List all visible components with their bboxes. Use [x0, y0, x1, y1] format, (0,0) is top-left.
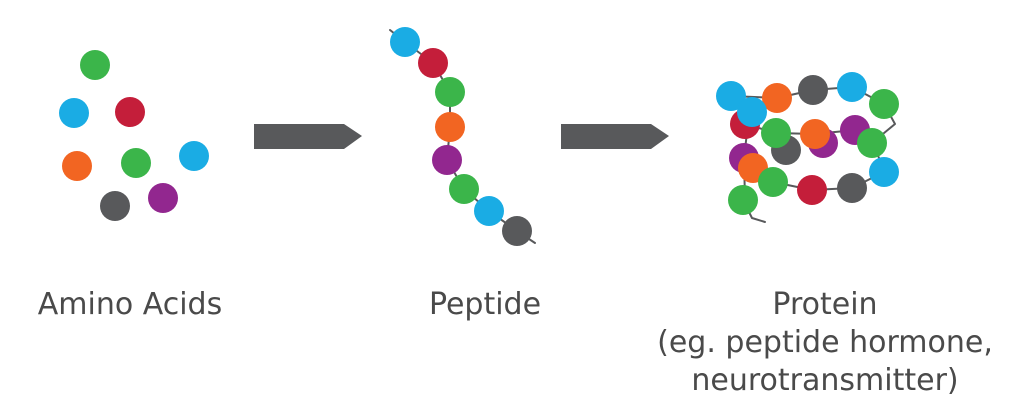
protein-residue-gray [837, 173, 867, 203]
amino-acid-blue [179, 141, 209, 171]
peptide-residue-green [449, 174, 479, 204]
protein-residue-green [869, 89, 899, 119]
peptide-label-text: Peptide [428, 287, 542, 322]
protein-residue-green [728, 185, 758, 215]
amino-acid-orange [62, 151, 92, 181]
peptide-label: Peptide [400, 286, 570, 324]
protein-residue-gray [798, 75, 828, 105]
protein-residue-red [797, 175, 827, 205]
peptide-residue-purple [432, 145, 462, 175]
peptide-residue-orange [435, 112, 465, 142]
protein-residue-blue [837, 72, 867, 102]
peptide-backbone-line [389, 29, 536, 244]
amino-acid-blue [59, 98, 89, 128]
amino-acids-label: Amino Acids [18, 286, 242, 324]
protein-residue-green [761, 118, 791, 148]
protein-example-line-2: neurotransmitter) [691, 363, 959, 398]
protein-residue-orange [762, 83, 792, 113]
amino-acid-red [115, 97, 145, 127]
peptide-residue-blue [474, 196, 504, 226]
peptide-group [389, 27, 536, 246]
protein-label-text: Protein [772, 287, 878, 322]
protein-residue-blue [869, 157, 899, 187]
arrow-peptide-to-protein [561, 124, 669, 149]
arrow-amino-to-peptide [254, 124, 362, 149]
amino-acid-purple [148, 183, 178, 213]
amino-acids-group [59, 50, 209, 221]
amino-acid-gray [100, 191, 130, 221]
amino-acid-green [121, 148, 151, 178]
protein-residue-blue [716, 81, 746, 111]
protein-group [716, 72, 899, 223]
amino-acids-label-text: Amino Acids [37, 287, 223, 322]
peptide-residue-green [435, 77, 465, 107]
protein-residue-green [758, 167, 788, 197]
protein-example-line-1: (eg. peptide hormone, [657, 325, 993, 360]
protein-residue-green [857, 128, 887, 158]
peptide-residue-blue [390, 27, 420, 57]
amino-acid-green [80, 50, 110, 80]
protein-residue-orange [800, 119, 830, 149]
peptide-residue-red [418, 48, 448, 78]
peptide-residue-gray [502, 216, 532, 246]
protein-label: Protein (eg. peptide hormone, neurotrans… [630, 286, 1020, 400]
protein-residue-blue [737, 97, 767, 127]
